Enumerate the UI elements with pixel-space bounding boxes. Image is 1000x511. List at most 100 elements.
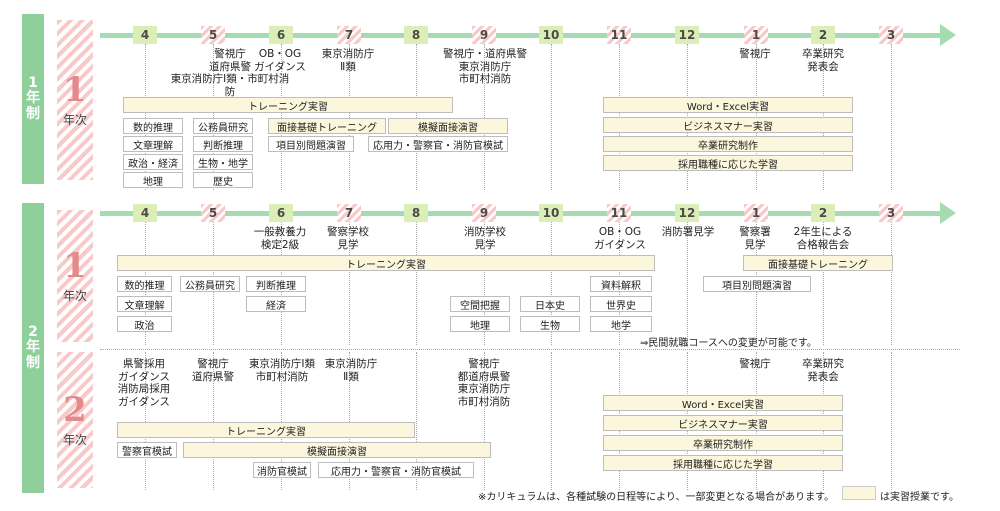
year-suffix: 年次 bbox=[62, 112, 87, 127]
month-gridline bbox=[551, 352, 552, 490]
year-block-two-year-first: 1 年次 bbox=[57, 210, 93, 342]
year-block-one-year: 1 年次 bbox=[57, 20, 93, 180]
month-gridline bbox=[145, 44, 146, 190]
course-mogi-mensetsu: 模擬面接演習 bbox=[183, 442, 491, 458]
two-year-month-marker: 9 bbox=[472, 204, 496, 222]
course-chigaku: 地学 bbox=[590, 316, 652, 332]
course-seibutsu: 生物 bbox=[520, 316, 580, 332]
course-handan: 判断推理 bbox=[246, 276, 306, 292]
year-separator bbox=[100, 349, 960, 350]
course-kukan: 空間把握 bbox=[450, 296, 510, 312]
course-suteki: 数的推理 bbox=[117, 276, 172, 292]
course-training: トレーニング実習 bbox=[117, 255, 655, 271]
event-apr: 県警採用 ガイダンス 消防局採用 ガイダンス bbox=[117, 358, 171, 408]
program-label-two-year: 2 年 制 bbox=[26, 323, 40, 371]
month-gridline bbox=[891, 352, 892, 490]
footer-note: ※カリキュラムは、各種試験の日程等により、一部変更となる場合があります。 bbox=[478, 492, 835, 503]
one-year-month-marker: 3 bbox=[879, 26, 903, 44]
one-year-month-marker: 11 bbox=[607, 26, 631, 44]
course-koumuin: 公務員研究 bbox=[193, 118, 253, 134]
two-year-month-marker: 12 bbox=[675, 204, 699, 222]
month-gridline bbox=[551, 222, 552, 345]
two-year-month-marker: 10 bbox=[539, 204, 563, 222]
year-suffix: 年次 bbox=[62, 432, 87, 447]
one-year-month-marker: 4 bbox=[133, 26, 157, 44]
month-gridline bbox=[349, 352, 350, 490]
one-year-month-marker: 12 bbox=[675, 26, 699, 44]
month-gridline bbox=[281, 44, 282, 190]
two-year-month-marker: 2 bbox=[811, 204, 835, 222]
two-year-month-marker: 8 bbox=[404, 204, 428, 222]
course-shiryou: 資料解釈 bbox=[590, 276, 652, 292]
event-jul: 警察学校 見学 bbox=[327, 226, 369, 251]
month-gridline bbox=[416, 44, 417, 190]
month-gridline bbox=[891, 44, 892, 190]
event-sep: 警視庁・道府県警 東京消防庁 市町村消防 bbox=[443, 48, 527, 85]
course-training: トレーニング実習 bbox=[123, 97, 453, 113]
year-number: 1 bbox=[63, 69, 87, 110]
course-bunsho: 文章理解 bbox=[117, 296, 172, 312]
course-rekishi: 歴史 bbox=[193, 172, 253, 188]
month-gridline bbox=[213, 44, 214, 190]
year-suffix: 年次 bbox=[62, 288, 87, 303]
month-gridline bbox=[484, 44, 485, 190]
course-word-excel: Word・Excel実習 bbox=[603, 97, 853, 113]
year-number: 2 bbox=[63, 389, 87, 430]
month-gridline bbox=[145, 352, 146, 490]
event-may: 警視庁 道府県警 bbox=[192, 358, 234, 383]
course-change-note: ⇒民間就職コースへの変更が可能です。 bbox=[640, 338, 817, 349]
one-year-month-marker: 6 bbox=[269, 26, 293, 44]
course-seiji: 政治 bbox=[117, 316, 172, 332]
program-band-two-year: 2 年 制 bbox=[22, 203, 44, 493]
timeline-arrow-icon bbox=[940, 24, 956, 46]
course-sotsuken: 卒業研究制作 bbox=[603, 136, 853, 152]
timeline-bar-one-year bbox=[100, 33, 942, 38]
two-year-month-marker: 7 bbox=[337, 204, 361, 222]
event-sep: 警視庁 都道府県警 東京消防庁 市町村消防 bbox=[457, 358, 511, 408]
course-business: ビジネスマナー実習 bbox=[603, 117, 853, 133]
one-year-month-marker: 5 bbox=[201, 26, 225, 44]
legend-label: は実習授業です。 bbox=[880, 492, 959, 503]
month-gridline bbox=[823, 222, 824, 345]
timeline-bar-two-year bbox=[100, 211, 942, 216]
event-dec: 消防署見学 bbox=[661, 226, 715, 238]
two-year-month-marker: 1 bbox=[744, 204, 768, 222]
event-jun: OB・OG ガイダンス bbox=[254, 48, 306, 73]
month-gridline bbox=[349, 44, 350, 190]
month-gridline bbox=[349, 222, 350, 345]
month-gridline bbox=[891, 222, 892, 345]
one-year-month-marker: 10 bbox=[539, 26, 563, 44]
event-feb: 卒業研究 発表会 bbox=[802, 48, 844, 73]
timeline-arrow-icon bbox=[940, 202, 956, 224]
event-jul: 東京消防庁 Ⅱ類 bbox=[321, 48, 375, 73]
year-block-two-year-second: 2 年次 bbox=[57, 352, 93, 488]
course-nihonshi: 日本史 bbox=[520, 296, 580, 312]
month-gridline bbox=[281, 352, 282, 490]
course-mogi-mensetsu: 模擬面接演習 bbox=[388, 118, 508, 134]
one-year-month-marker: 9 bbox=[472, 26, 496, 44]
one-year-month-marker: 8 bbox=[404, 26, 428, 44]
course-training: トレーニング実習 bbox=[117, 422, 415, 438]
event-nov: OB・OG ガイダンス bbox=[594, 226, 646, 251]
one-year-month-marker: 7 bbox=[337, 26, 361, 44]
month-gridline bbox=[213, 352, 214, 490]
course-word-excel: Word・Excel実習 bbox=[603, 395, 843, 411]
course-shoubou-mogi: 消防官模試 bbox=[253, 462, 311, 478]
course-sekaishi: 世界史 bbox=[590, 296, 652, 312]
course-koumoku: 項目別問題演習 bbox=[703, 276, 811, 292]
two-year-month-marker: 6 bbox=[269, 204, 293, 222]
course-bunsho: 文章理解 bbox=[123, 136, 183, 152]
legend-swatch bbox=[842, 486, 876, 500]
event-sep: 消防学校 見学 bbox=[464, 226, 506, 251]
month-gridline bbox=[484, 352, 485, 490]
month-gridline bbox=[484, 222, 485, 345]
course-mensetsu-kiso: 面接基礎トレーニング bbox=[743, 255, 893, 271]
course-ouyou: 応用力・警察官・消防官模試 bbox=[368, 136, 508, 152]
program-band-one-year: 1 年 制 bbox=[22, 14, 44, 184]
course-business: ビジネスマナー実習 bbox=[603, 415, 843, 431]
course-keisatsu-mogi: 警察官模試 bbox=[117, 442, 177, 458]
event-feb: 卒業研究 発表会 bbox=[802, 358, 844, 383]
course-mensetsu-kiso: 面接基礎トレーニング bbox=[268, 118, 386, 134]
month-gridline bbox=[687, 222, 688, 345]
event-jan: 警視庁 bbox=[739, 358, 771, 370]
